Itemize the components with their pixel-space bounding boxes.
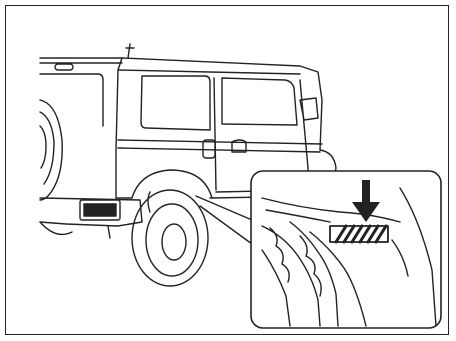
rear-wheel (132, 170, 212, 286)
rear-bumper (40, 198, 142, 238)
hatched-label-icon (330, 226, 388, 242)
callout-box (251, 171, 441, 328)
spare-tire (40, 100, 62, 200)
callout-leader (196, 196, 252, 244)
